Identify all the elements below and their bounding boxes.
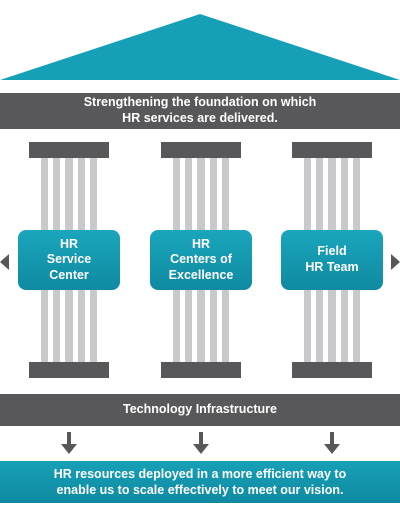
hr-service-center-card: HR Service Center bbox=[18, 230, 120, 290]
card-label-line-2: Service bbox=[46, 252, 92, 267]
header-band: Strengthening the foundation on which HR… bbox=[0, 93, 400, 129]
card-label-line-1: HR bbox=[191, 236, 211, 251]
footer-text-line-2: enable us to scale effectively to meet o… bbox=[56, 483, 344, 497]
left-arrow-icon bbox=[0, 254, 9, 270]
infrastructure-label: Technology Infrastructure bbox=[123, 402, 277, 417]
field-hr-team-card: Field HR Team bbox=[281, 230, 383, 290]
down-arrow-icon bbox=[324, 432, 340, 454]
pillar-base bbox=[161, 362, 241, 378]
pillar-base bbox=[29, 362, 109, 378]
card-label-line-1: HR bbox=[59, 236, 79, 251]
right-arrow-icon bbox=[391, 254, 400, 270]
footer-band: HR resources deployed in a more efficien… bbox=[0, 461, 400, 503]
pillar-capital bbox=[161, 142, 241, 158]
footer-text-line-1: HR resources deployed in a more efficien… bbox=[53, 466, 347, 481]
header-text-line-1: Strengthening the foundation on which bbox=[83, 95, 317, 110]
pillar-capital bbox=[292, 142, 372, 158]
pillar-base bbox=[292, 362, 372, 378]
card-label-line-3: Center bbox=[49, 267, 89, 282]
card-label-line-2: Centers of bbox=[170, 252, 232, 267]
technology-infrastructure-band: Technology Infrastructure bbox=[0, 394, 400, 426]
card-label-line-2: HR Team bbox=[305, 260, 359, 274]
header-text-line-2: HR services are delivered. bbox=[122, 111, 278, 125]
pillar-capital bbox=[29, 142, 109, 158]
down-arrow-icon bbox=[193, 432, 209, 454]
roof-triangle bbox=[0, 14, 400, 80]
down-arrow-icon bbox=[61, 432, 77, 454]
hr-centers-of-excellence-card: HR Centers of Excellence bbox=[150, 230, 252, 290]
card-label-line-1: Field bbox=[317, 244, 347, 259]
card-label-line-3: Excellence bbox=[168, 267, 234, 282]
